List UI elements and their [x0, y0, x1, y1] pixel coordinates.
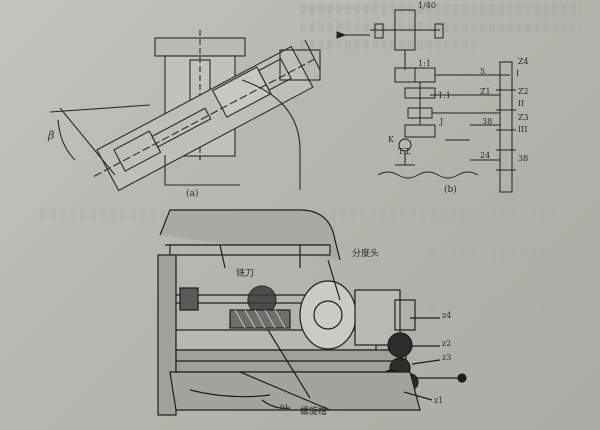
number-38-right-label: 38: [518, 154, 529, 163]
gear-z4-label: Z4: [518, 57, 529, 66]
shaft-III-label: III: [518, 125, 528, 134]
ratio-1-1-lower-label: 1:1: [438, 91, 451, 100]
omega-angle-label: ω: [280, 402, 288, 412]
helical-groove-label: 螺旋槽: [300, 407, 328, 417]
ratio-1-1-top-label: 1:1: [418, 59, 431, 68]
machine-z1-label: z1: [434, 396, 444, 405]
machine-z3-label: z3: [442, 353, 452, 362]
machine-z4-label: z4: [442, 311, 452, 320]
gear-z3-label: Z3: [518, 113, 529, 122]
panel-b-caption: (b): [444, 185, 457, 195]
gear-z1-label: Z1: [480, 87, 491, 96]
panel-a-caption: (a): [186, 189, 199, 199]
index-head-label: 分度头: [352, 249, 380, 259]
ratio-1-40-label: 1/40: [418, 1, 436, 10]
label-K: K: [388, 135, 394, 144]
angle-beta-label: β: [48, 129, 55, 142]
shaft-II-label: II: [518, 99, 525, 108]
number-24-label: 24: [480, 151, 491, 160]
label-J: J: [440, 117, 444, 126]
shaft-5-label: 5: [480, 67, 486, 76]
gear-z2-label: Z2: [518, 87, 529, 96]
number-38-left-label: 38: [482, 117, 493, 126]
milling-cutter-label: 铣刀: [236, 269, 255, 279]
shaft-I-label: I: [516, 69, 520, 78]
label-t-gong: T工: [398, 147, 412, 156]
machine-z2-label: z2: [442, 339, 452, 348]
